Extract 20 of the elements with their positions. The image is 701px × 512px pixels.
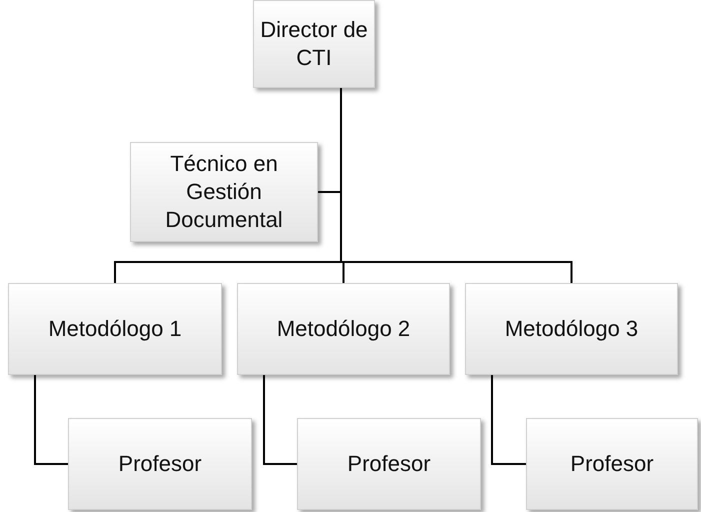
role-title: Profesor [118,450,202,478]
connector-line [263,375,297,465]
connector-line [34,375,68,465]
role-title: Técnico en Gestión Documental [164,150,284,234]
connector-line [491,375,526,465]
org-box [68,418,252,510]
role-title: Metodólogo 2 [276,315,410,343]
org-box [297,418,481,510]
role-title: Profesor [570,450,654,478]
role-title: Metodólogo 3 [504,315,638,343]
role-title: Profesor [347,450,431,478]
role-title: Director de CTI [259,16,369,72]
org-box [8,283,222,375]
org-box [526,418,698,510]
org-box [253,0,375,88]
org-box [130,142,318,242]
org-box [465,283,678,375]
role-title: Metodólogo 1 [48,315,182,343]
org-box [237,283,450,375]
connector-line [340,88,572,283]
